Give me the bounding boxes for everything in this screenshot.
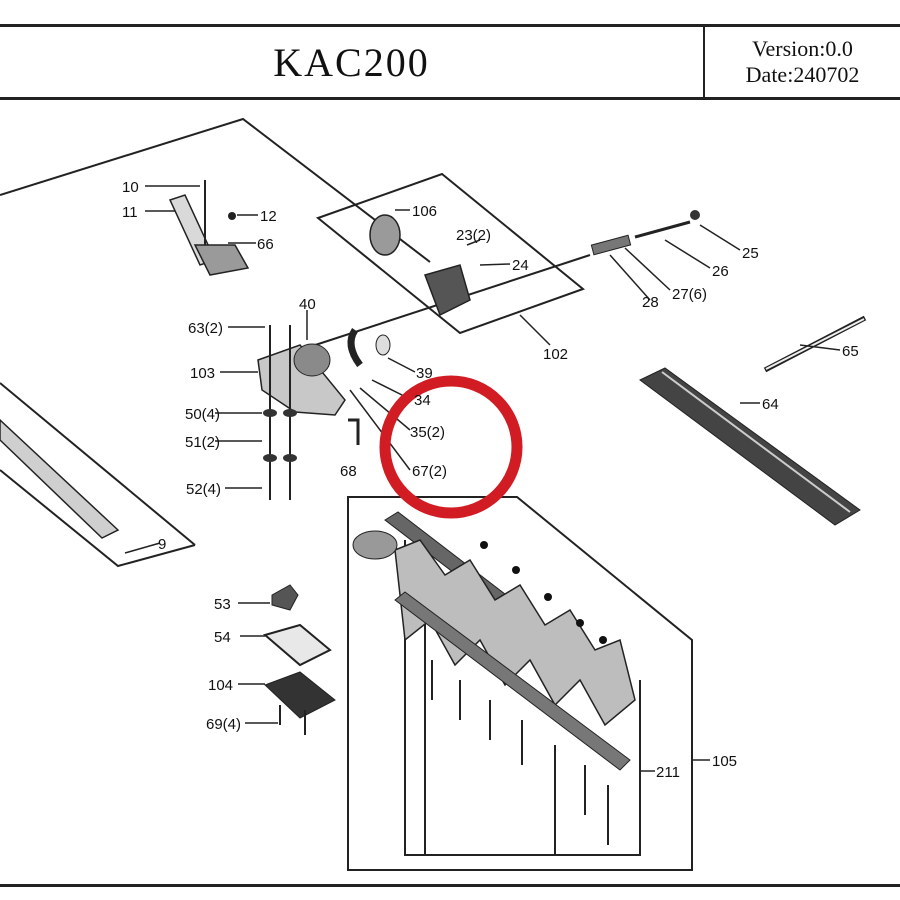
spring-28 [590, 234, 632, 256]
version-text: Version:0.0 [752, 36, 853, 61]
label-28: 28 [642, 294, 659, 311]
label-10: 10 [122, 179, 139, 196]
label-102: 102 [543, 346, 568, 363]
label-64: 64 [762, 396, 779, 413]
throttle-housing [193, 244, 250, 276]
clamp-ring [347, 328, 363, 368]
clutch-drum [369, 214, 401, 256]
label-67: 67(2) [412, 463, 447, 480]
label-9: 9 [158, 536, 166, 553]
blade-inner-frame [404, 540, 641, 856]
label-26: 26 [712, 263, 729, 280]
clutch-parts [369, 210, 700, 317]
label-53: 53 [214, 596, 231, 613]
model-title: KAC200 [273, 39, 430, 85]
leader-lines [124, 185, 841, 772]
shaft-tube [0, 418, 120, 539]
title-block: KAC200 Version:0.0 Date:240702 [0, 24, 900, 100]
shaft-outline [0, 117, 431, 263]
label-104: 104 [208, 677, 233, 694]
gasket-54 [262, 623, 332, 667]
blade-bottom-bar [394, 591, 631, 771]
shaft-outline-lower [0, 382, 196, 546]
label-52: 52(4) [186, 481, 221, 498]
label-11: 11 [122, 204, 138, 221]
label-27: 27(6) [672, 286, 707, 303]
label-68: 68 [340, 463, 357, 480]
label-105: 105 [712, 753, 737, 770]
gear-housing [424, 264, 471, 317]
label-63: 63(2) [188, 320, 223, 337]
revision-box: Version:0.0 Date:240702 [703, 27, 900, 97]
label-54: 54 [214, 629, 231, 646]
label-40: 40 [299, 296, 316, 313]
throttle-handle-group [168, 180, 250, 276]
label-35: 35(2) [410, 424, 445, 441]
label-69: 69(4) [206, 716, 241, 733]
label-24: 24 [512, 257, 529, 274]
part-labels: 10 11 12 66 106 23(2) 24 25 26 27(6) 28 … [122, 179, 859, 781]
label-23: 23(2) [456, 227, 491, 244]
gearbox-enclosure [315, 172, 586, 335]
label-103: 103 [190, 365, 215, 382]
gear-wheel [352, 530, 398, 560]
label-66: 66 [257, 236, 274, 253]
bracket-53 [271, 584, 299, 611]
label-65: 65 [842, 343, 859, 360]
blade-teeth [394, 539, 636, 727]
label-12: 12 [260, 208, 277, 225]
label-211: 211 [656, 764, 680, 781]
bottom-border [0, 884, 900, 887]
label-34: 34 [414, 392, 431, 409]
blade-assembly [352, 511, 636, 845]
highlight-circle [379, 375, 523, 519]
label-39: 39 [416, 365, 433, 382]
lower-parts [262, 584, 336, 735]
mount-plate-103 [257, 344, 346, 416]
gearcase-104 [264, 671, 336, 719]
label-106: 106 [412, 203, 437, 220]
guard-bar-64 [639, 315, 867, 526]
label-51: 51(2) [185, 434, 220, 451]
label-50: 50(4) [185, 406, 220, 423]
shaft-outline-end [0, 469, 196, 568]
label-25: 25 [742, 245, 759, 262]
engine-mount [257, 325, 391, 500]
date-text: Date:240702 [745, 62, 860, 87]
